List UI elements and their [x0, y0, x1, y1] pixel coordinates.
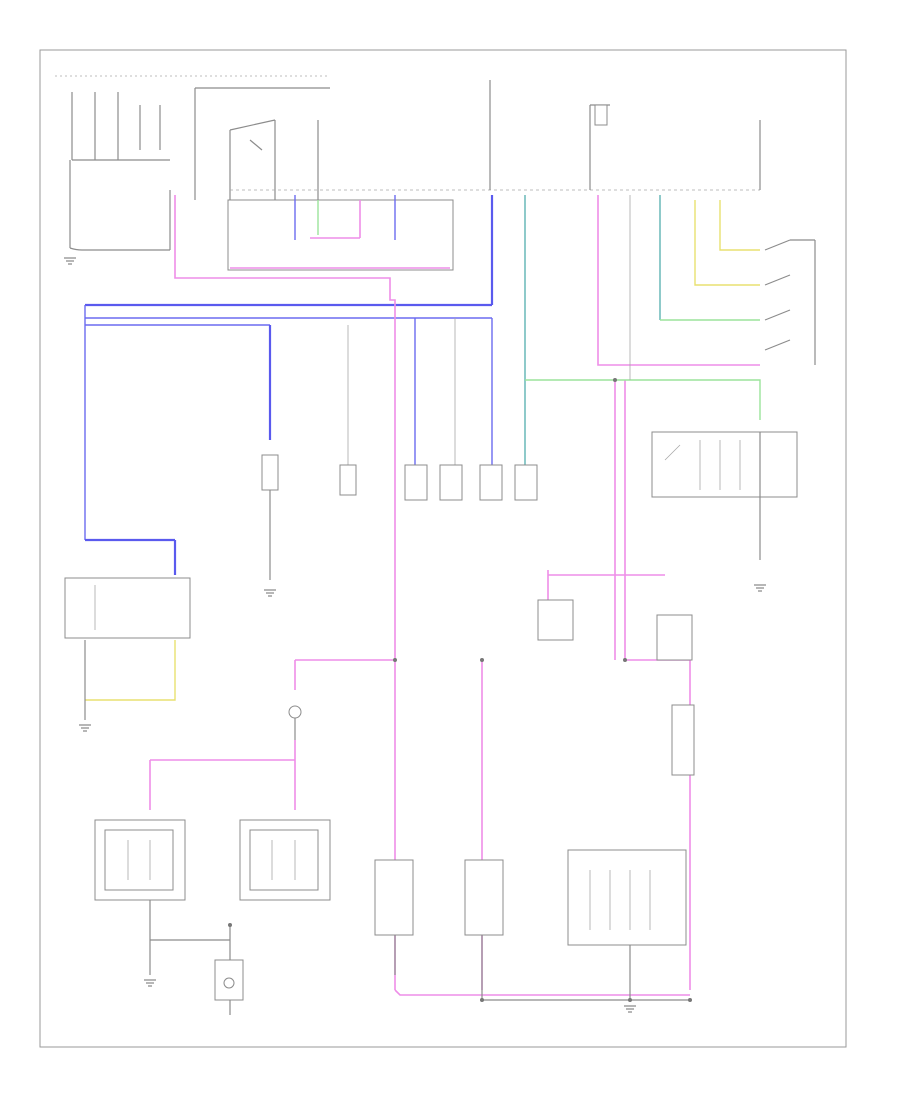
bulb-center [288, 705, 302, 740]
middle-components [261, 454, 538, 597]
bottom-ground-bus [480, 998, 692, 1013]
right-switch-column [629, 195, 816, 380]
blue-bus [84, 195, 494, 575]
top-connector-row [230, 80, 761, 191]
left-ground-run [64, 160, 171, 265]
diagram-frame [39, 49, 847, 1048]
left-lower-module [64, 577, 191, 732]
right-rear-lamps [537, 599, 695, 776]
junction-dots [228, 378, 627, 927]
bottom-right-switch-bank [567, 849, 687, 1000]
bottom-left-lamps [94, 819, 331, 1015]
color-runs [85, 195, 761, 701]
fuse-block-top-left [55, 75, 330, 200]
headlamp-switch-area [227, 119, 454, 271]
ground-icon [64, 257, 76, 265]
bottom-center-components [374, 859, 504, 1000]
right-control-module [651, 431, 798, 592]
